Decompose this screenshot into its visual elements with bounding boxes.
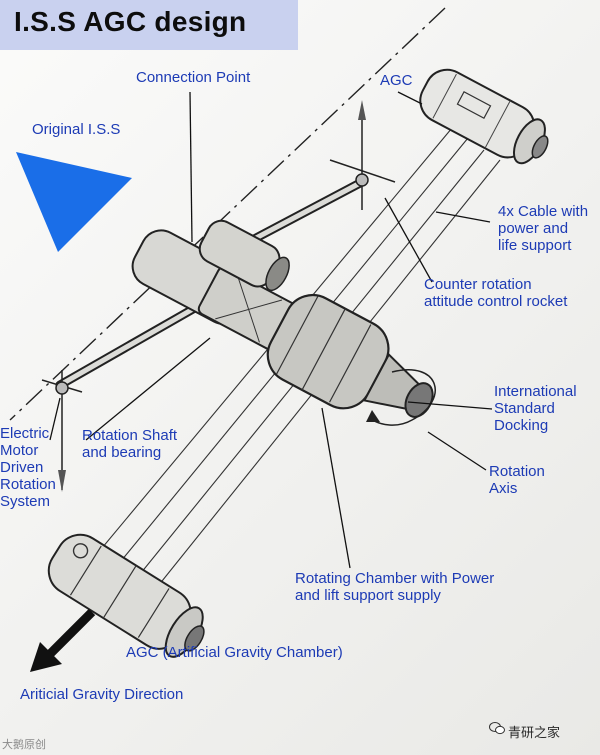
leader-lines [49,91,493,569]
connection-module [198,219,290,292]
bottom-agc-module [47,533,205,658]
rotation-axis-line [9,7,446,421]
label-original-iss: Original I.S.S [32,121,121,138]
rotation-arrow [369,369,436,426]
watermark-right: 青研之家 [508,725,561,740]
station-body [131,229,434,418]
page-title: I.S.S AGC design [14,6,247,37]
label-gravity-direction: Ariticial Gravity Direction [20,686,184,703]
watermark-left: 大鹅原创 [2,739,46,751]
label-agc-bottom: AGC (Artificial Gravity Chamber) [126,644,343,661]
top-agc-module [419,68,549,165]
wechat-icon [489,722,505,735]
label-agc-top: AGC [380,72,413,89]
label-connection-point: Connection Point [136,69,251,86]
gravity-direction-arrow [30,608,96,672]
title-banner: I.S.S AGC design [0,0,298,50]
upper-rocket [329,100,396,210]
original-iss-triangle [16,152,132,252]
lower-rocket [41,370,83,492]
